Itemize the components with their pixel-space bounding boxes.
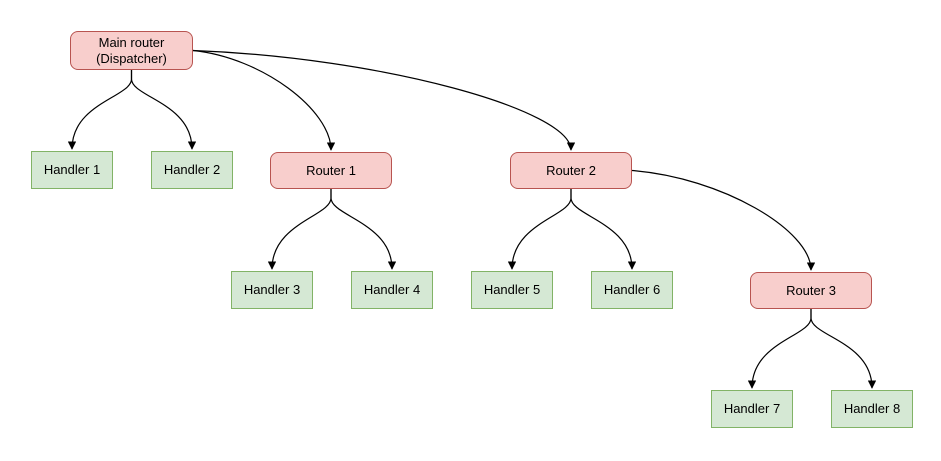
node-handler8: Handler 8 [831,390,913,428]
node-handler5: Handler 5 [471,271,553,309]
node-main: Main router (Dispatcher) [70,31,193,70]
edge-router2-to-handler6 [570,189,637,270]
edge-router1-to-handler3 [267,189,332,270]
edge-main-to-handler2 [130,70,197,150]
node-router2: Router 2 [510,152,632,189]
edge-router2-to-handler5 [507,189,572,270]
node-handler7: Handler 7 [711,390,793,428]
edge-router2-to-router3 [631,169,816,271]
node-handler4: Handler 4 [351,271,433,309]
edge-main-to-router2 [192,49,576,151]
edge-router3-to-handler8 [810,309,877,389]
node-router3: Router 3 [750,272,872,309]
node-handler1: Handler 1 [31,151,113,189]
node-handler6: Handler 6 [591,271,673,309]
node-handler3: Handler 3 [231,271,313,309]
edge-router3-to-handler7 [747,309,812,389]
edge-main-to-router1 [192,49,336,151]
edge-main-to-handler1 [67,70,133,150]
edge-router1-to-handler4 [330,189,397,270]
node-handler2: Handler 2 [151,151,233,189]
node-router1: Router 1 [270,152,392,189]
